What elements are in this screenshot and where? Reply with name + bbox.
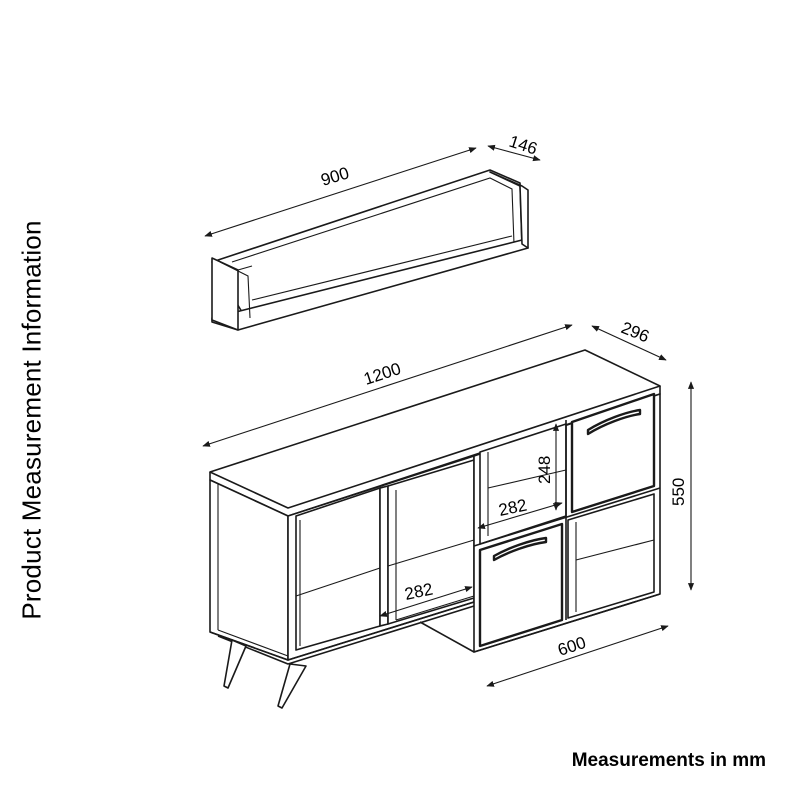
cubby-height-label: 248 bbox=[535, 456, 554, 484]
shelf-right-end bbox=[489, 171, 529, 249]
upper-drawer bbox=[570, 392, 656, 514]
shelf-back-panel bbox=[211, 169, 523, 323]
leg-front-right bbox=[277, 663, 307, 709]
sideboard-cabinet bbox=[209, 349, 661, 709]
dimension-cubby-height: 248 bbox=[535, 423, 560, 511]
dimension-cabinet-height: 550 bbox=[669, 381, 695, 591]
lower-open-cubby bbox=[567, 493, 655, 619]
shelf-depth-label: 146 bbox=[507, 132, 540, 159]
lower-section-width-label: 600 bbox=[555, 633, 588, 660]
dimension-shelf-depth: 146 bbox=[487, 132, 541, 162]
lower-drawer-handle bbox=[492, 536, 548, 562]
wall-shelf bbox=[211, 169, 529, 331]
left-divider bbox=[379, 485, 389, 627]
units-note: Measurements in mm bbox=[571, 750, 766, 771]
left-cubby-1 bbox=[295, 487, 381, 651]
leg-front-left bbox=[223, 639, 247, 689]
shelf-bottom-board bbox=[211, 239, 529, 331]
page-title: Product Measurement Information bbox=[16, 220, 47, 620]
cabinet-height-label: 550 bbox=[669, 478, 688, 506]
dimension-cabinet-depth: 296 bbox=[591, 318, 667, 361]
cabinet-depth-label: 296 bbox=[619, 318, 652, 346]
upper-drawer-handle bbox=[586, 408, 642, 436]
shelf-width-label: 900 bbox=[319, 163, 352, 189]
cabinet-width-label: 1200 bbox=[361, 359, 403, 389]
cabinet-left-section bbox=[209, 479, 289, 661]
